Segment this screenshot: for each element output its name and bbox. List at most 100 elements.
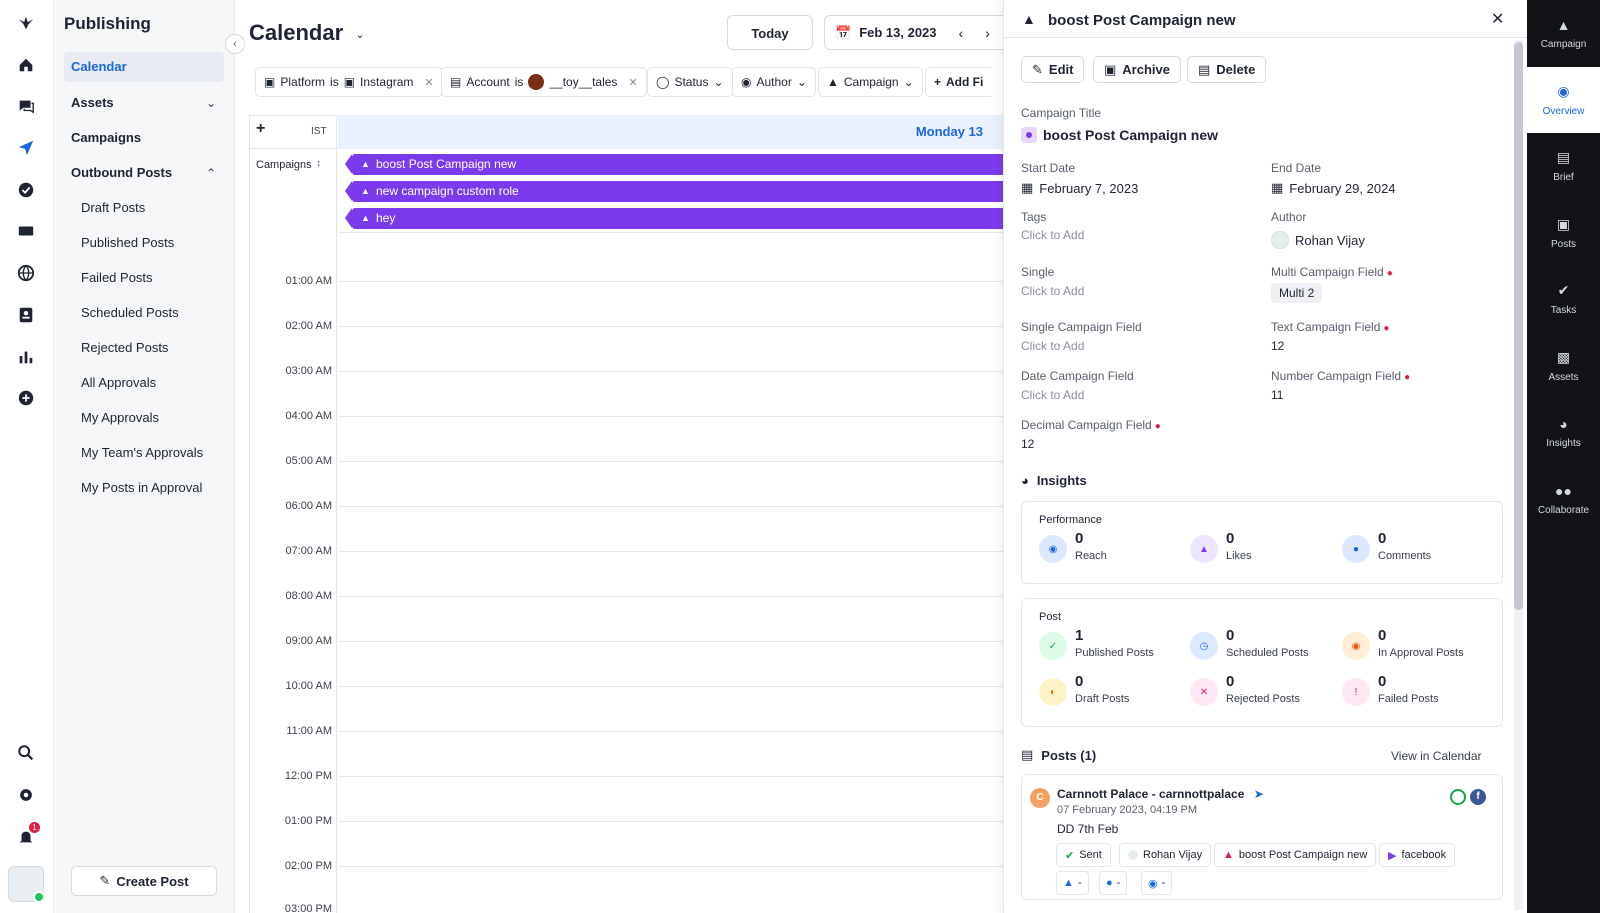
edit-button[interactable]: ✎Edit [1021,56,1085,83]
bar-chart-icon[interactable] [15,346,37,368]
tab-collaborate[interactable]: ●● Collaborate [1527,466,1600,532]
today-button[interactable]: Today [727,15,813,50]
channel-badge: ▶facebook [1379,843,1456,867]
single-campaign-add[interactable]: Click to Add [1021,339,1085,353]
collapse-sidebar-button[interactable]: ‹ [225,34,245,54]
hour-label: 07:00 AM [285,545,332,557]
hour-label: 09:00 AM [285,635,332,647]
sidebar-item-calendar[interactable]: Calendar [64,52,224,82]
sidebar-item-campaigns[interactable]: Campaigns [71,130,142,145]
filter-status[interactable]: ◯ Status ⌄ [647,67,733,97]
panel-scrollbar-thumb[interactable] [1514,42,1523,610]
hour-line [339,866,1003,867]
end-date-text: February 29, 2024 [1289,180,1396,196]
remove-filter-icon[interactable]: ✕ [628,76,638,89]
author-label: Author [1271,210,1307,224]
sidebar-item-rejected-posts[interactable]: Rejected Posts [81,340,169,355]
send-icon[interactable] [15,137,37,159]
refresh-icon[interactable] [1450,789,1466,805]
day-header[interactable]: Monday 13 [338,115,1003,149]
filter-campaign[interactable]: ▲ Campaign ⌄ [818,67,923,97]
sidebar-item-my-teams-approvals[interactable]: My Team's Approvals [81,445,204,460]
settings-icon[interactable] [15,784,37,806]
eye-icon: ◉ [1148,877,1158,890]
search-icon[interactable] [15,742,37,764]
date-campaign-add[interactable]: Click to Add [1021,388,1085,402]
prev-date-icon[interactable]: ‹ [958,24,964,41]
multi-campaign-value[interactable]: Multi 2 [1271,283,1323,303]
text-campaign-value[interactable]: 12 [1271,339,1285,353]
filter-chip-account[interactable]: ▤ Account is __toy__tales ✕ [441,67,647,97]
home-icon[interactable] [15,54,37,76]
decimal-campaign-value[interactable]: 12 [1021,437,1035,451]
post-card[interactable]: C Carnnott Palace - carnnottpalace ➤ 07 … [1021,774,1503,900]
add-event-icon[interactable]: + [256,120,266,137]
delete-button[interactable]: ▤Delete [1187,56,1267,83]
filter-label: Account [466,75,510,89]
sidebar-item-published-posts[interactable]: Published Posts [81,235,175,250]
megaphone-icon: ▲ [1022,11,1036,27]
notification-bell-icon[interactable]: 1 [15,822,40,848]
tab-posts[interactable]: ▣ Posts [1527,200,1600,266]
tags-add[interactable]: Click to Add [1021,228,1085,242]
likes-metric[interactable]: ▲- [1056,871,1089,895]
archive-button[interactable]: ▣Archive [1093,56,1181,83]
campaign-bar[interactable]: ▲ new campaign custom role [345,181,1003,202]
hour-line [339,551,1003,552]
view-dropdown-chevron-icon[interactable]: ⌄ [355,28,365,41]
tab-tasks[interactable]: ✔ Tasks [1527,266,1600,332]
filter-chip-platform[interactable]: ▣ Platform is ▣ Instagram ✕ [255,67,443,97]
collapse-campaigns-icon[interactable]: ↕ [316,158,321,169]
tab-overview[interactable]: ◉ Overview [1527,67,1600,133]
chat-icon[interactable] [15,95,37,117]
campaign-bar[interactable]: ▲ hey [345,208,1003,229]
close-icon[interactable]: ✕ [1491,11,1505,28]
sidebar-item-all-approvals[interactable]: All Approvals [81,375,157,390]
sidebar-item-my-approvals[interactable]: My Approvals [81,410,160,425]
campaign-bar[interactable]: ▲ boost Post Campaign new [345,154,1003,175]
sidebar-item-outbound-posts[interactable]: Outbound Posts ⌃ [64,158,224,188]
user-avatar[interactable] [8,866,45,903]
archive-icon: ▣ [1104,61,1117,77]
tab-campaign[interactable]: ▲ Campaign [1527,0,1600,66]
view-in-calendar-link[interactable]: View in Calendar [1391,749,1482,763]
hour-label: 06:00 AM [285,500,332,512]
tab-label: Overview [1542,106,1585,117]
sidebar-item-my-posts-in-approval[interactable]: My Posts in Approval [81,480,203,495]
next-date-icon[interactable]: › [985,24,990,41]
sidebar-item-scheduled-posts[interactable]: Scheduled Posts [81,305,179,320]
author-value: Rohan Vijay [1271,231,1365,249]
add-filter-button[interactable]: + Add Fi [925,67,992,97]
sidebar-item-draft-posts[interactable]: Draft Posts [81,200,146,215]
tab-insights[interactable]: ◕ Insights [1527,399,1600,465]
globe-icon[interactable] [15,262,37,284]
tab-brief[interactable]: ▤ Brief [1527,133,1600,199]
ticket-icon[interactable] [15,220,37,242]
reach-metric[interactable]: ◉- [1141,871,1173,895]
status-icon: ◯ [656,75,670,89]
number-campaign-value[interactable]: 11 [1271,388,1284,402]
date-picker[interactable]: 📅 Feb 13, 2023 ‹ › [824,15,1014,50]
filter-author[interactable]: ◉ Author ⌄ [732,67,816,97]
campaign-bar-label: boost Post Campaign new [376,157,517,171]
sidebar-item-assets[interactable]: Assets ⌄ [64,88,224,118]
tab-assets[interactable]: ▩ Assets [1527,333,1600,399]
create-post-button[interactable]: ✎ Create Post [71,866,217,896]
sidebar-item-failed-posts[interactable]: Failed Posts [81,270,153,285]
add-circle-icon[interactable] [15,387,37,409]
single-add[interactable]: Click to Add [1021,284,1085,298]
logo-icon[interactable] [15,12,37,34]
check-circle-icon[interactable] [15,179,37,201]
sidebar-item-label: Outbound Posts [71,165,173,180]
pencil-icon: ✎ [1032,61,1043,77]
post-time: 07 February 2023, 04:19 PM [1057,804,1198,816]
comments-metric[interactable]: ●- [1099,871,1128,895]
contact-card-icon[interactable] [15,304,37,326]
remove-filter-icon[interactable]: ✕ [424,76,434,89]
